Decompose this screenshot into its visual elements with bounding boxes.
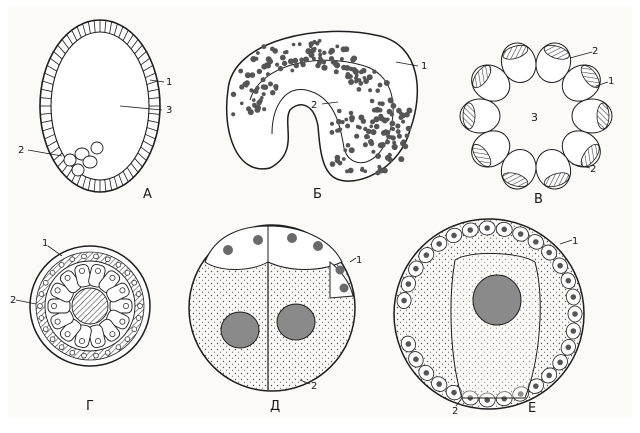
panel-d-nucleus-left <box>221 312 259 348</box>
panel-d-label-1: 1 <box>356 255 362 266</box>
panel-e-label-2: 2 <box>452 406 458 417</box>
panel-a-label-2: 2 <box>18 145 24 156</box>
panel-g-caption: Г <box>86 399 94 414</box>
panel-v-cell <box>572 99 612 133</box>
panel-g-label-2: 2 <box>10 295 16 306</box>
panel-b-label-1: 1 <box>421 61 427 72</box>
panel-e-caption: Е <box>528 401 536 416</box>
panel-e-nucleus <box>473 275 521 325</box>
panel-v-label-2-bottom: 2 <box>590 164 596 175</box>
panel-a-caption: А <box>143 187 152 202</box>
panel-d-caption: Д <box>270 399 280 414</box>
panel-d-nucleus-right <box>277 304 315 340</box>
panel-b-caption: Б <box>313 187 322 202</box>
panel-g-core <box>72 288 108 324</box>
panel-v-cell <box>460 99 500 133</box>
panel-a-label-1: 1 <box>166 77 172 88</box>
panel-v-label-1: 1 <box>608 76 614 87</box>
panel-g-label-1: 1 <box>42 238 48 249</box>
panel-a-label-3: 3 <box>166 105 172 116</box>
panel-b-label-2: 2 <box>311 100 317 111</box>
panel-d-label-2: 2 <box>311 381 317 392</box>
panel-v-caption: В <box>534 192 543 207</box>
panel-e-label-1: 1 <box>572 236 578 247</box>
panel-v-label-2-top: 2 <box>592 46 598 57</box>
panel-v-label-3: 3 <box>531 111 538 124</box>
